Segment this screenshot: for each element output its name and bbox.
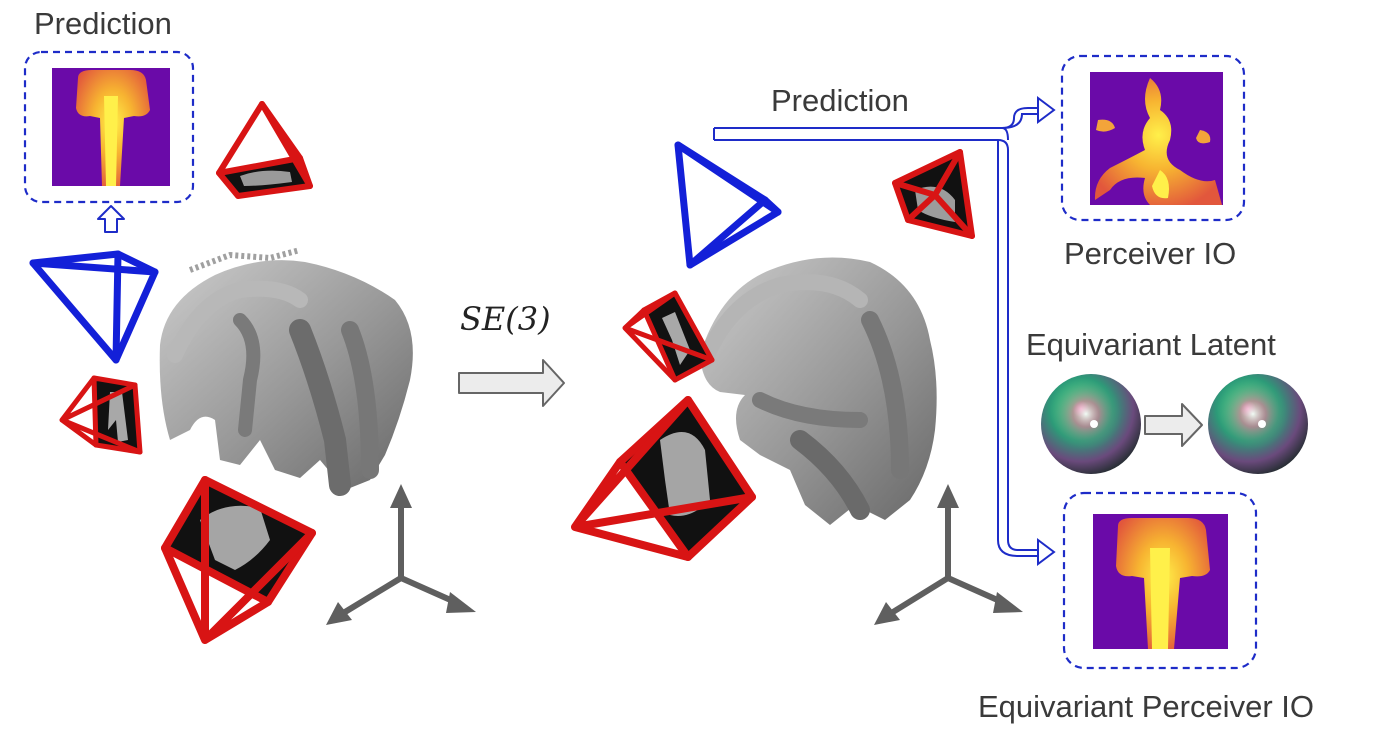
camera-frustum-icon <box>29 250 159 364</box>
se3-transform-label: SE(3) <box>460 300 551 338</box>
depth-map-icon <box>1093 514 1228 649</box>
prediction-right-label: Prediction <box>771 83 909 118</box>
point-cloud-icon <box>159 247 413 496</box>
depth-map-icon <box>52 68 170 186</box>
camera-frustum-icon <box>161 476 316 644</box>
equivariant-perceiver-io-label: Equivariant Perceiver IO <box>978 689 1314 724</box>
camera-frustum-icon <box>216 101 313 199</box>
prediction-left-label: Prediction <box>34 6 172 41</box>
camera-frustum-icon <box>892 149 975 239</box>
coordinate-axes-icon <box>326 484 476 625</box>
perceiver-io-label: Perceiver IO <box>1064 236 1236 271</box>
point-cloud-icon <box>697 257 937 525</box>
equivariant-latent-label: Equivariant Latent <box>1026 327 1276 362</box>
latent-transform-arrow-icon <box>1144 403 1203 447</box>
camera-frustum-icon <box>571 396 756 561</box>
camera-frustum-icon <box>674 141 782 269</box>
prediction-routing-lines <box>713 107 1040 557</box>
latent-sphere-icon <box>1208 374 1308 474</box>
perceiver-io-box <box>1060 54 1246 222</box>
equivariant-perceiver-io-box <box>1062 491 1258 670</box>
arrowhead-icon <box>1037 538 1056 566</box>
camera-frustum-icon <box>622 290 715 383</box>
coordinate-axes-icon <box>874 484 1023 625</box>
camera-frustum-icon <box>59 375 143 455</box>
latent-sphere-icon <box>1041 374 1141 474</box>
depth-map-icon <box>1090 72 1223 205</box>
transform-arrow-icon <box>458 359 565 407</box>
arrowhead-icon <box>1037 96 1056 124</box>
hollow-arrow-icon <box>97 205 125 233</box>
prediction-left-box <box>23 50 195 204</box>
